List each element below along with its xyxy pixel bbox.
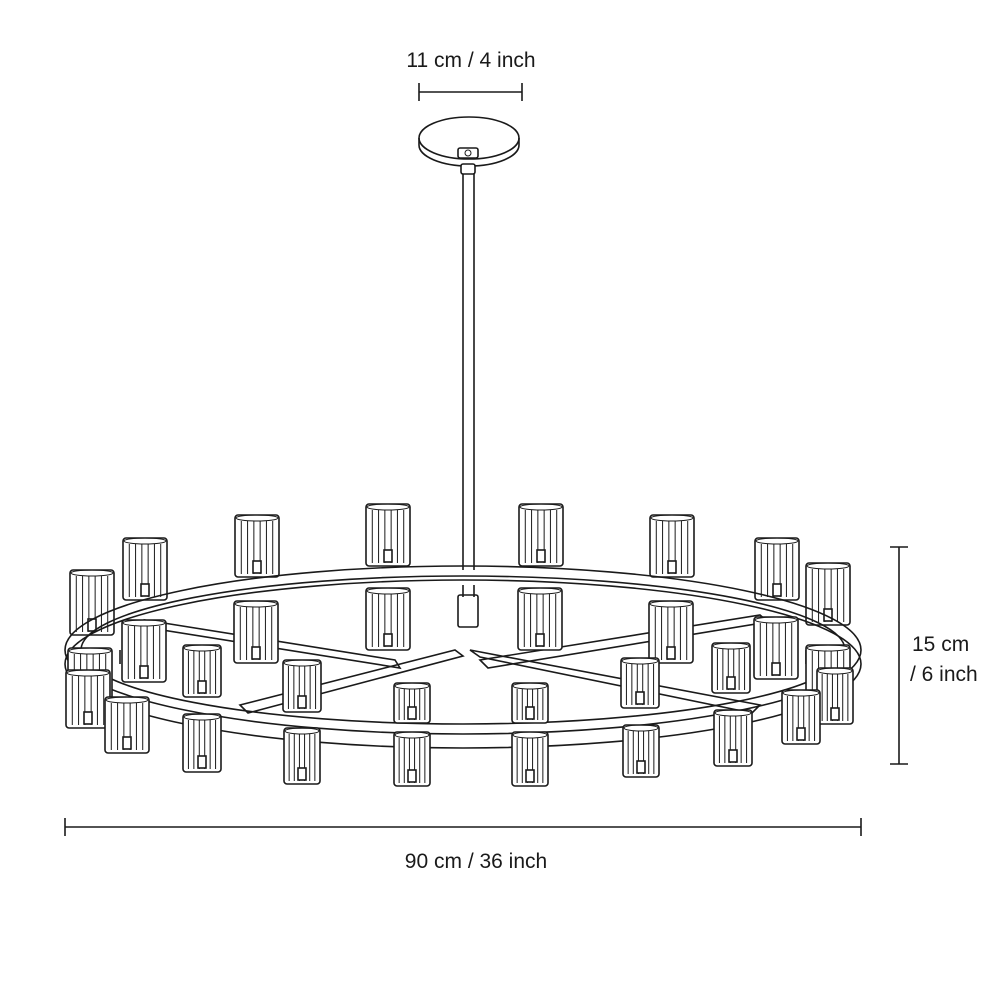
- lamp-shade-icon: [816, 667, 854, 725]
- lamp-shade-icon: [620, 657, 660, 709]
- canopy-width-dimension: 11 cm / 4 inch: [406, 49, 536, 101]
- canopy-width-label: 11 cm / 4 inch: [406, 49, 535, 72]
- lamp-group-back: [69, 503, 851, 636]
- lamp-shade-icon: [754, 537, 800, 601]
- lamp-shade-icon: [69, 569, 115, 636]
- lamp-shade-icon: [511, 731, 549, 787]
- lamp-shade-icon: [122, 537, 168, 601]
- lamp-shade-icon: [182, 644, 222, 698]
- lamp-shade-icon: [282, 659, 322, 713]
- height-dimension: 15 cm / 6 inch: [890, 546, 978, 765]
- lamp-shade-icon: [104, 696, 150, 754]
- lamp-shade-icon: [65, 669, 111, 729]
- lamp-shade-icon: [234, 514, 280, 578]
- lamp-shade-icon: [517, 587, 563, 651]
- lamp-shade-icon: [365, 587, 411, 651]
- lamp-shade-icon: [393, 731, 431, 787]
- overall-width-label: 90 cm / 36 inch: [405, 850, 547, 873]
- lamp-shade-icon: [233, 600, 279, 664]
- downrod: [457, 163, 479, 628]
- lamp-shade-icon: [121, 619, 167, 683]
- lamp-shade-icon: [622, 724, 660, 778]
- lamp-shade-icon: [753, 616, 799, 680]
- ceiling-canopy: [418, 116, 520, 167]
- lamp-shade-icon: [393, 682, 431, 724]
- lamp-shade-icon: [648, 600, 694, 664]
- lamp-shade-icon: [182, 713, 222, 773]
- lamp-shade-icon: [511, 682, 549, 724]
- lamp-shade-icon: [283, 727, 321, 785]
- lamp-shade-icon: [711, 642, 751, 694]
- height-label-line2: / 6 inch: [910, 663, 978, 686]
- lamp-shade-icon: [713, 709, 753, 767]
- lamp-shade-icon: [805, 562, 851, 626]
- lamp-shade-icon: [781, 689, 821, 745]
- lamp-group-front: [65, 587, 854, 787]
- lamp-shade-icon: [649, 514, 695, 578]
- lamp-shade-icon: [518, 503, 564, 567]
- height-label-line1: 15 cm: [912, 633, 969, 656]
- lamp-shade-icon: [365, 503, 411, 567]
- overall-width-dimension: 90 cm / 36 inch: [64, 818, 862, 873]
